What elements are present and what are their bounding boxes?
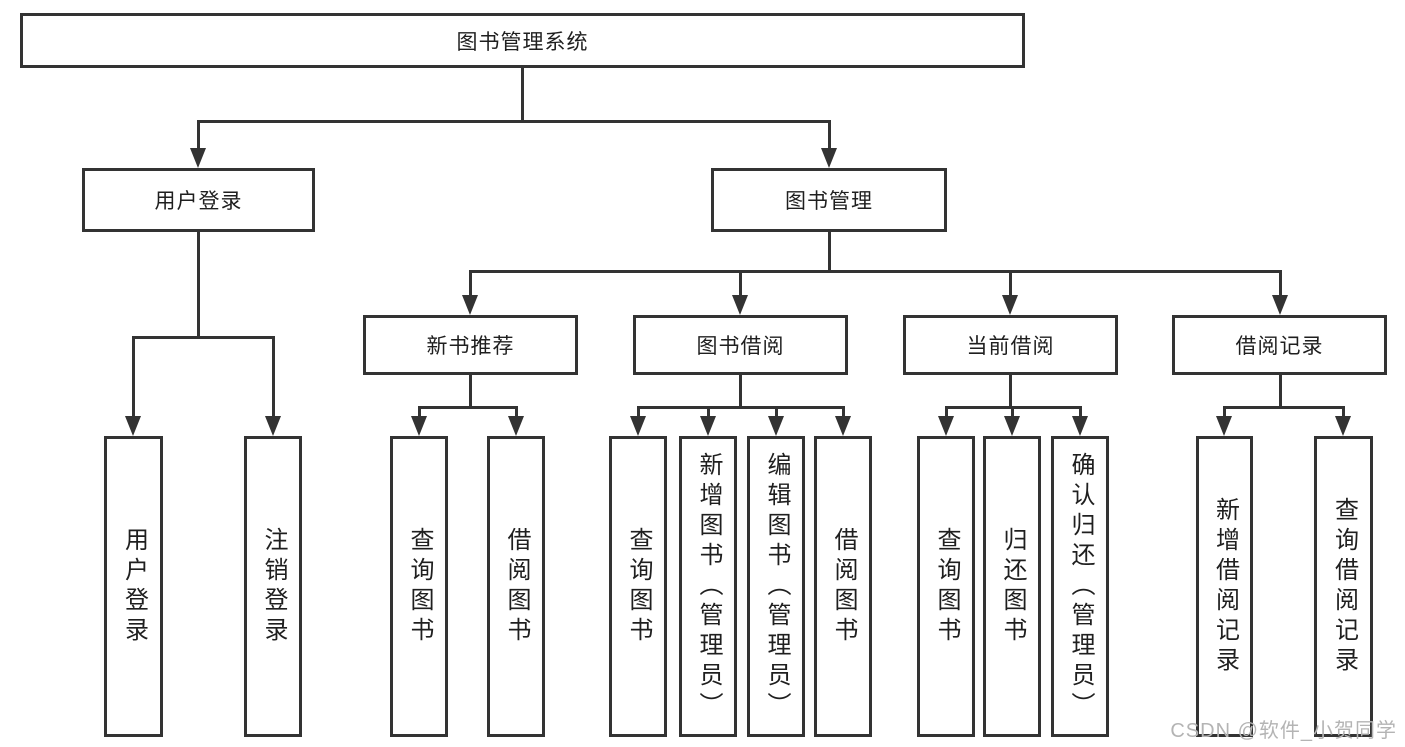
leaf-query-borrow-record: 查询借阅记录 [1314,436,1373,737]
node-root-label: 图书管理系统 [456,30,589,54]
connector-drop-bb-add [707,406,710,418]
node-user-login-label: 用户登录 [154,190,243,213]
leaf-borrow-book: 借阅图书 [814,436,872,737]
leaf-add-book-admin: 新增图书（管理员） [679,436,737,737]
arrow-bb-query-icon [630,416,646,436]
leaf-query-borrow-record-label: 查询借阅记录 [1330,496,1358,677]
connector-drop-nbr-query [418,406,421,418]
node-new-book-recommend: 新书推荐 [363,315,578,375]
connector-drop-cb-confirm [1079,406,1082,418]
arrow-current-borrow-icon [1002,295,1018,315]
arrow-borrow-record-icon [1272,295,1288,315]
connector-drop-leaf-logout [272,336,275,418]
arrow-br-add-icon [1216,416,1232,436]
leaf-confirm-return-admin: 确认归还（管理员） [1051,436,1109,737]
node-book-management-label: 图书管理 [785,190,873,213]
leaf-recommend-borrow-book-label: 借阅图书 [503,526,530,647]
leaf-return-book: 归还图书 [983,436,1041,737]
leaf-logout-label: 注销登录 [260,526,287,647]
leaf-current-query-book-label: 查询图书 [933,526,960,647]
node-root: 图书管理系统 [20,13,1025,68]
node-user-login: 用户登录 [82,168,315,232]
node-book-borrow: 图书借阅 [633,315,848,375]
leaf-add-borrow-record: 新增借阅记录 [1196,436,1253,737]
connector-drop-br-query [1342,406,1345,418]
leaf-logout: 注销登录 [244,436,302,737]
connector-drop-bb-query [637,406,640,418]
arrow-bb-add-icon [700,416,716,436]
connector-drop-br-add [1223,406,1226,418]
connector-drop-cb-query [945,406,948,418]
csdn-watermark: CSDN @软件_小贺同学 [1170,720,1397,742]
arrow-book-management-icon [821,148,837,168]
connector-drop-book-management [828,120,831,150]
connector-br-rail [1223,406,1345,409]
connector-drop-cb-return [1011,406,1014,418]
connector-user-login-rail [132,336,275,339]
connector-root-stem [521,68,524,120]
connector-drop-bb-borrow [842,406,845,418]
connector-user-login-stem [197,232,200,336]
connector-drop-user-login [197,120,200,150]
connector-root-rail [197,120,831,123]
connector-bb-rail [637,406,845,409]
connector-br-stem [1279,375,1282,406]
node-book-management: 图书管理 [711,168,947,232]
node-book-borrow-label: 图书借阅 [696,335,785,358]
connector-book-mgmt-stem [828,232,831,270]
connector-drop-current-borrow [1009,270,1012,297]
leaf-current-query-book: 查询图书 [917,436,975,737]
leaf-recommend-borrow-book: 借阅图书 [487,436,545,737]
connector-nbr-stem [469,375,472,406]
leaf-recommend-query-book: 查询图书 [390,436,448,737]
node-current-borrow: 当前借阅 [903,315,1118,375]
leaf-borrow-query-book: 查询图书 [609,436,667,737]
node-new-book-recommend-label: 新书推荐 [426,335,515,358]
leaf-borrow-book-label: 借阅图书 [830,526,857,647]
arrow-cb-confirm-icon [1072,416,1088,436]
connector-drop-bb-edit [775,406,778,418]
connector-nbr-rail [418,406,518,409]
connector-book-mgmt-rail [469,270,1281,273]
arrow-nbr-query-icon [411,416,427,436]
connector-drop-book-borrow [739,270,742,297]
arrow-bb-borrow-icon [835,416,851,436]
leaf-borrow-query-book-label: 查询图书 [625,526,652,647]
arrow-bb-edit-icon [768,416,784,436]
arrow-leaf-user-login-icon [125,416,141,436]
node-current-borrow-label: 当前借阅 [966,335,1055,358]
connector-drop-new-book-recommend [469,270,472,297]
connector-drop-leaf-user-login [132,336,135,418]
arrow-br-query-icon [1335,416,1351,436]
arrow-user-login-icon [190,148,206,168]
leaf-return-book-label: 归还图书 [999,526,1026,647]
node-borrow-record: 借阅记录 [1172,315,1387,375]
leaf-add-borrow-record-label: 新增借阅记录 [1211,496,1239,677]
arrow-nbr-borrow-icon [508,416,524,436]
arrow-book-borrow-icon [732,295,748,315]
arrow-cb-return-icon [1004,416,1020,436]
leaf-edit-book-admin-label: 编辑图书（管理员） [763,451,790,722]
leaf-confirm-return-admin-label: 确认归还（管理员） [1067,451,1094,722]
connector-drop-borrow-record [1279,270,1282,297]
leaf-add-book-admin-label: 新增图书（管理员） [695,451,722,722]
connector-bb-stem [739,375,742,406]
leaf-edit-book-admin: 编辑图书（管理员） [747,436,805,737]
arrow-cb-query-icon [938,416,954,436]
leaf-recommend-query-book-label: 查询图书 [406,526,433,647]
arrow-new-book-recommend-icon [462,295,478,315]
leaf-user-login: 用户登录 [104,436,163,737]
arrow-leaf-logout-icon [265,416,281,436]
leaf-user-login-label: 用户登录 [120,526,148,647]
connector-cb-stem [1009,375,1012,406]
connector-drop-nbr-borrow [515,406,518,418]
node-borrow-record-label: 借阅记录 [1235,335,1324,358]
